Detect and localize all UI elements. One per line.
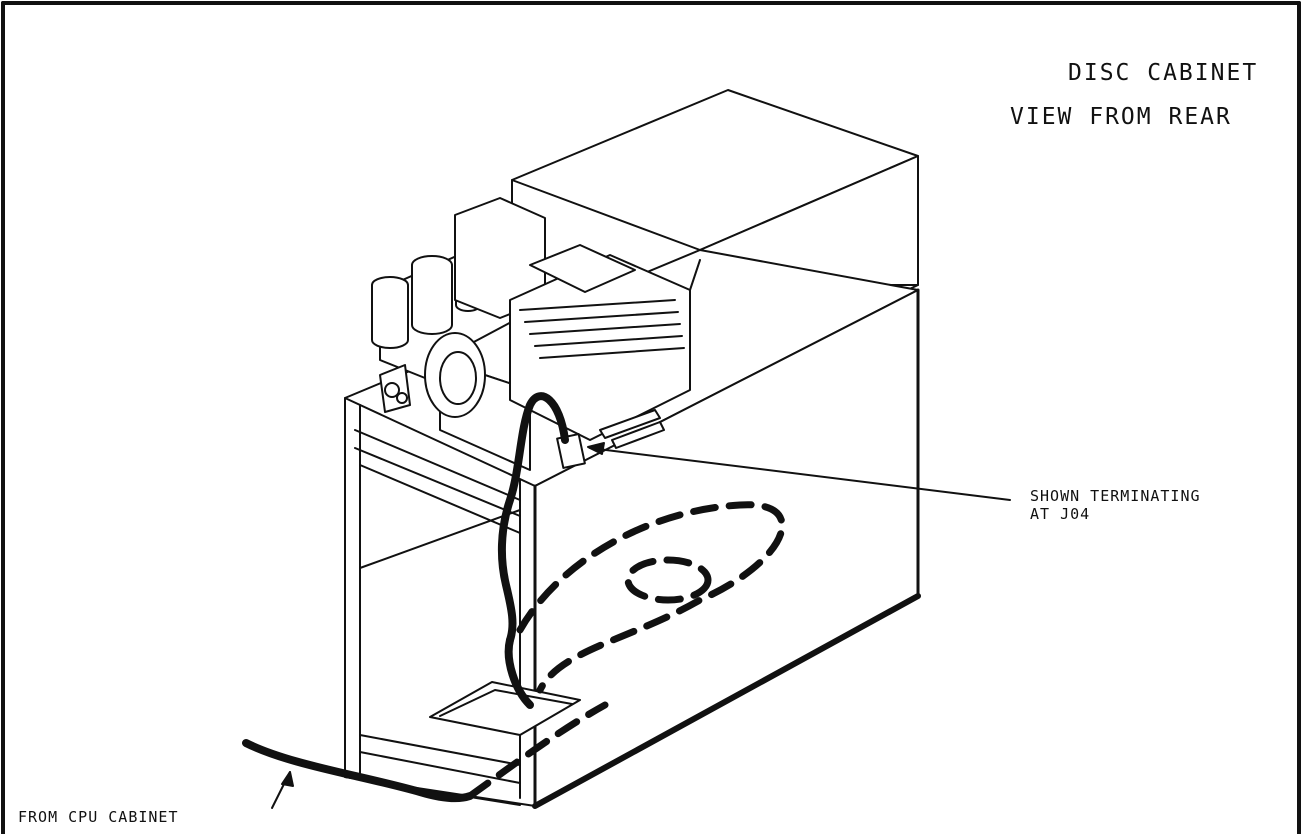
- interface-cable: [242, 392, 569, 803]
- power-supply-assembly: [371, 197, 546, 413]
- leader-lines: [271, 442, 1011, 809]
- callout-from-cpu: FROM CPU CABINET: [18, 808, 179, 826]
- callout-terminating-line2: AT J04: [1030, 505, 1091, 523]
- diagram-title-line1: DISC CABINET: [1068, 60, 1259, 86]
- connector-j04: [556, 409, 665, 469]
- motor-assembly: [424, 244, 701, 471]
- callout-terminating-line1: SHOWN TERMINATING: [1030, 487, 1201, 505]
- diagram-title-line2: VIEW FROM REAR: [1010, 104, 1232, 130]
- cable-route-hidden: [466, 501, 786, 800]
